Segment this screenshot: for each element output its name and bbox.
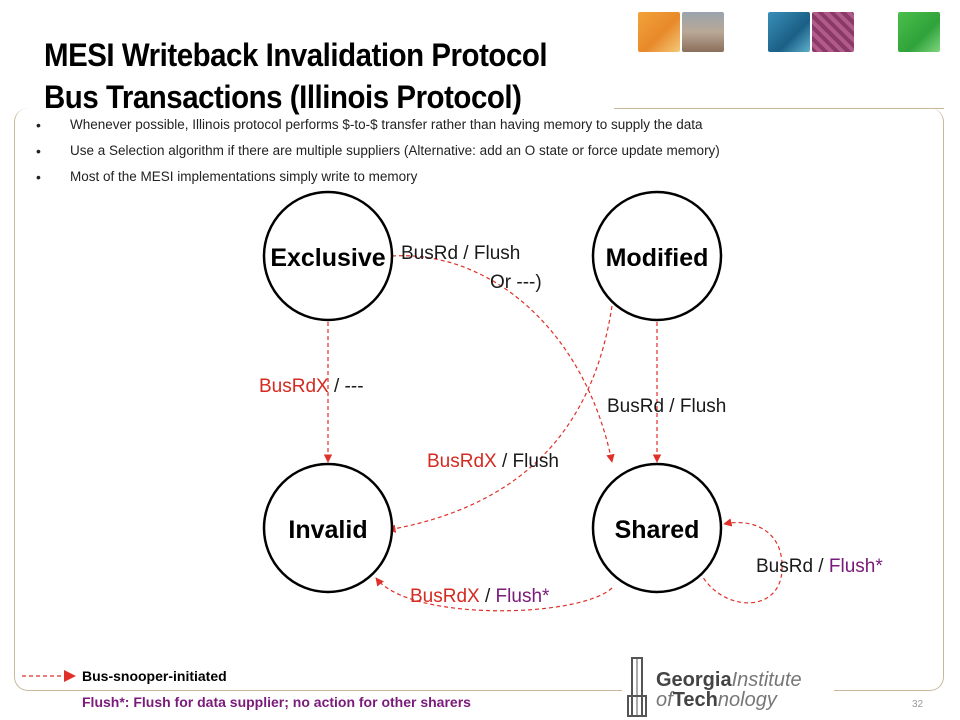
logo-word: of (656, 689, 673, 711)
campus-photo-icon (638, 12, 680, 52)
label-modified-to-invalid: BusRdX / Flush (427, 451, 559, 472)
label-shared-to-invalid: BusRdX / Flush* (410, 586, 550, 607)
label-action: / Flush (497, 451, 559, 472)
slide-title: MESI Writeback Invalidation Protocol Bus… (44, 34, 548, 118)
logo-word: Georgia (656, 669, 732, 691)
label-event: BusRdX (427, 451, 497, 472)
logo-word: Tech (672, 689, 718, 711)
label-sep: / (480, 586, 496, 607)
label-action: Flush* (496, 586, 550, 607)
label-action: Flush* (829, 556, 883, 577)
logo-word: Institute (731, 669, 802, 691)
bullet-list: Whenever possible, Illinois protocol per… (36, 116, 720, 194)
arrow-shared-self-loop (699, 518, 783, 604)
label-modified-to-shared: BusRd / Flush (607, 396, 726, 417)
label-exclusive-to-shared-2: Or ---) (490, 272, 542, 293)
state-invalid-label: Invalid (288, 516, 367, 544)
arrow-modified-to-invalid (387, 305, 613, 533)
label-exclusive-to-invalid: BusRdX / --- (259, 376, 364, 397)
tech-tower-icon (627, 657, 647, 717)
state-exclusive-label: Exclusive (270, 244, 385, 272)
label-shared-self-loop: BusRd / Flush* (756, 556, 883, 577)
label-sep: / (813, 556, 829, 577)
state-shared (591, 462, 723, 594)
slide-frame-top (614, 108, 944, 109)
georgia-tech-logo: GeorgiaInstitute ofTechnology (622, 656, 834, 720)
state-modified (591, 190, 723, 322)
logo-word: nology (717, 689, 777, 711)
bullet-item: Most of the MESI implementations simply … (36, 168, 720, 194)
logo-line-1: GeorgiaInstitute (656, 670, 802, 690)
bullet-item: Use a Selection algorithm if there are m… (36, 142, 720, 168)
title-line-1: MESI Writeback Invalidation Protocol (44, 37, 548, 73)
state-invalid (262, 462, 394, 594)
legend-dashed-arrow-icon (22, 670, 76, 682)
logo-line-2: ofTechnology (656, 690, 777, 710)
label-exclusive-to-shared-1: BusRd / Flush (401, 243, 520, 264)
green-tile-icon (898, 12, 940, 52)
label-action: / --- (329, 376, 364, 397)
state-shared-label: Shared (615, 516, 700, 544)
label-event: BusRd (756, 556, 813, 577)
chip-photo-icon (768, 12, 810, 52)
campus-photo-icon (682, 12, 724, 52)
label-event: BusRdX (410, 586, 480, 607)
arrow-exclusive-to-shared (391, 255, 615, 463)
chip-photo-icon (812, 12, 854, 52)
arrow-shared-to-invalid (375, 577, 613, 612)
label-event: BusRdX (259, 376, 329, 397)
slide-frame (14, 108, 944, 691)
legend-snooper-label: Bus-snooper-initiated (82, 668, 227, 684)
page-number: 32 (912, 699, 924, 710)
state-exclusive (262, 190, 394, 322)
state-modified-label: Modified (606, 244, 709, 272)
title-line-2: Bus Transactions (Illinois Protocol) (44, 79, 522, 115)
bullet-item: Whenever possible, Illinois protocol per… (36, 116, 720, 142)
flush-footnote: Flush*: Flush for data supplier; no acti… (82, 694, 471, 710)
